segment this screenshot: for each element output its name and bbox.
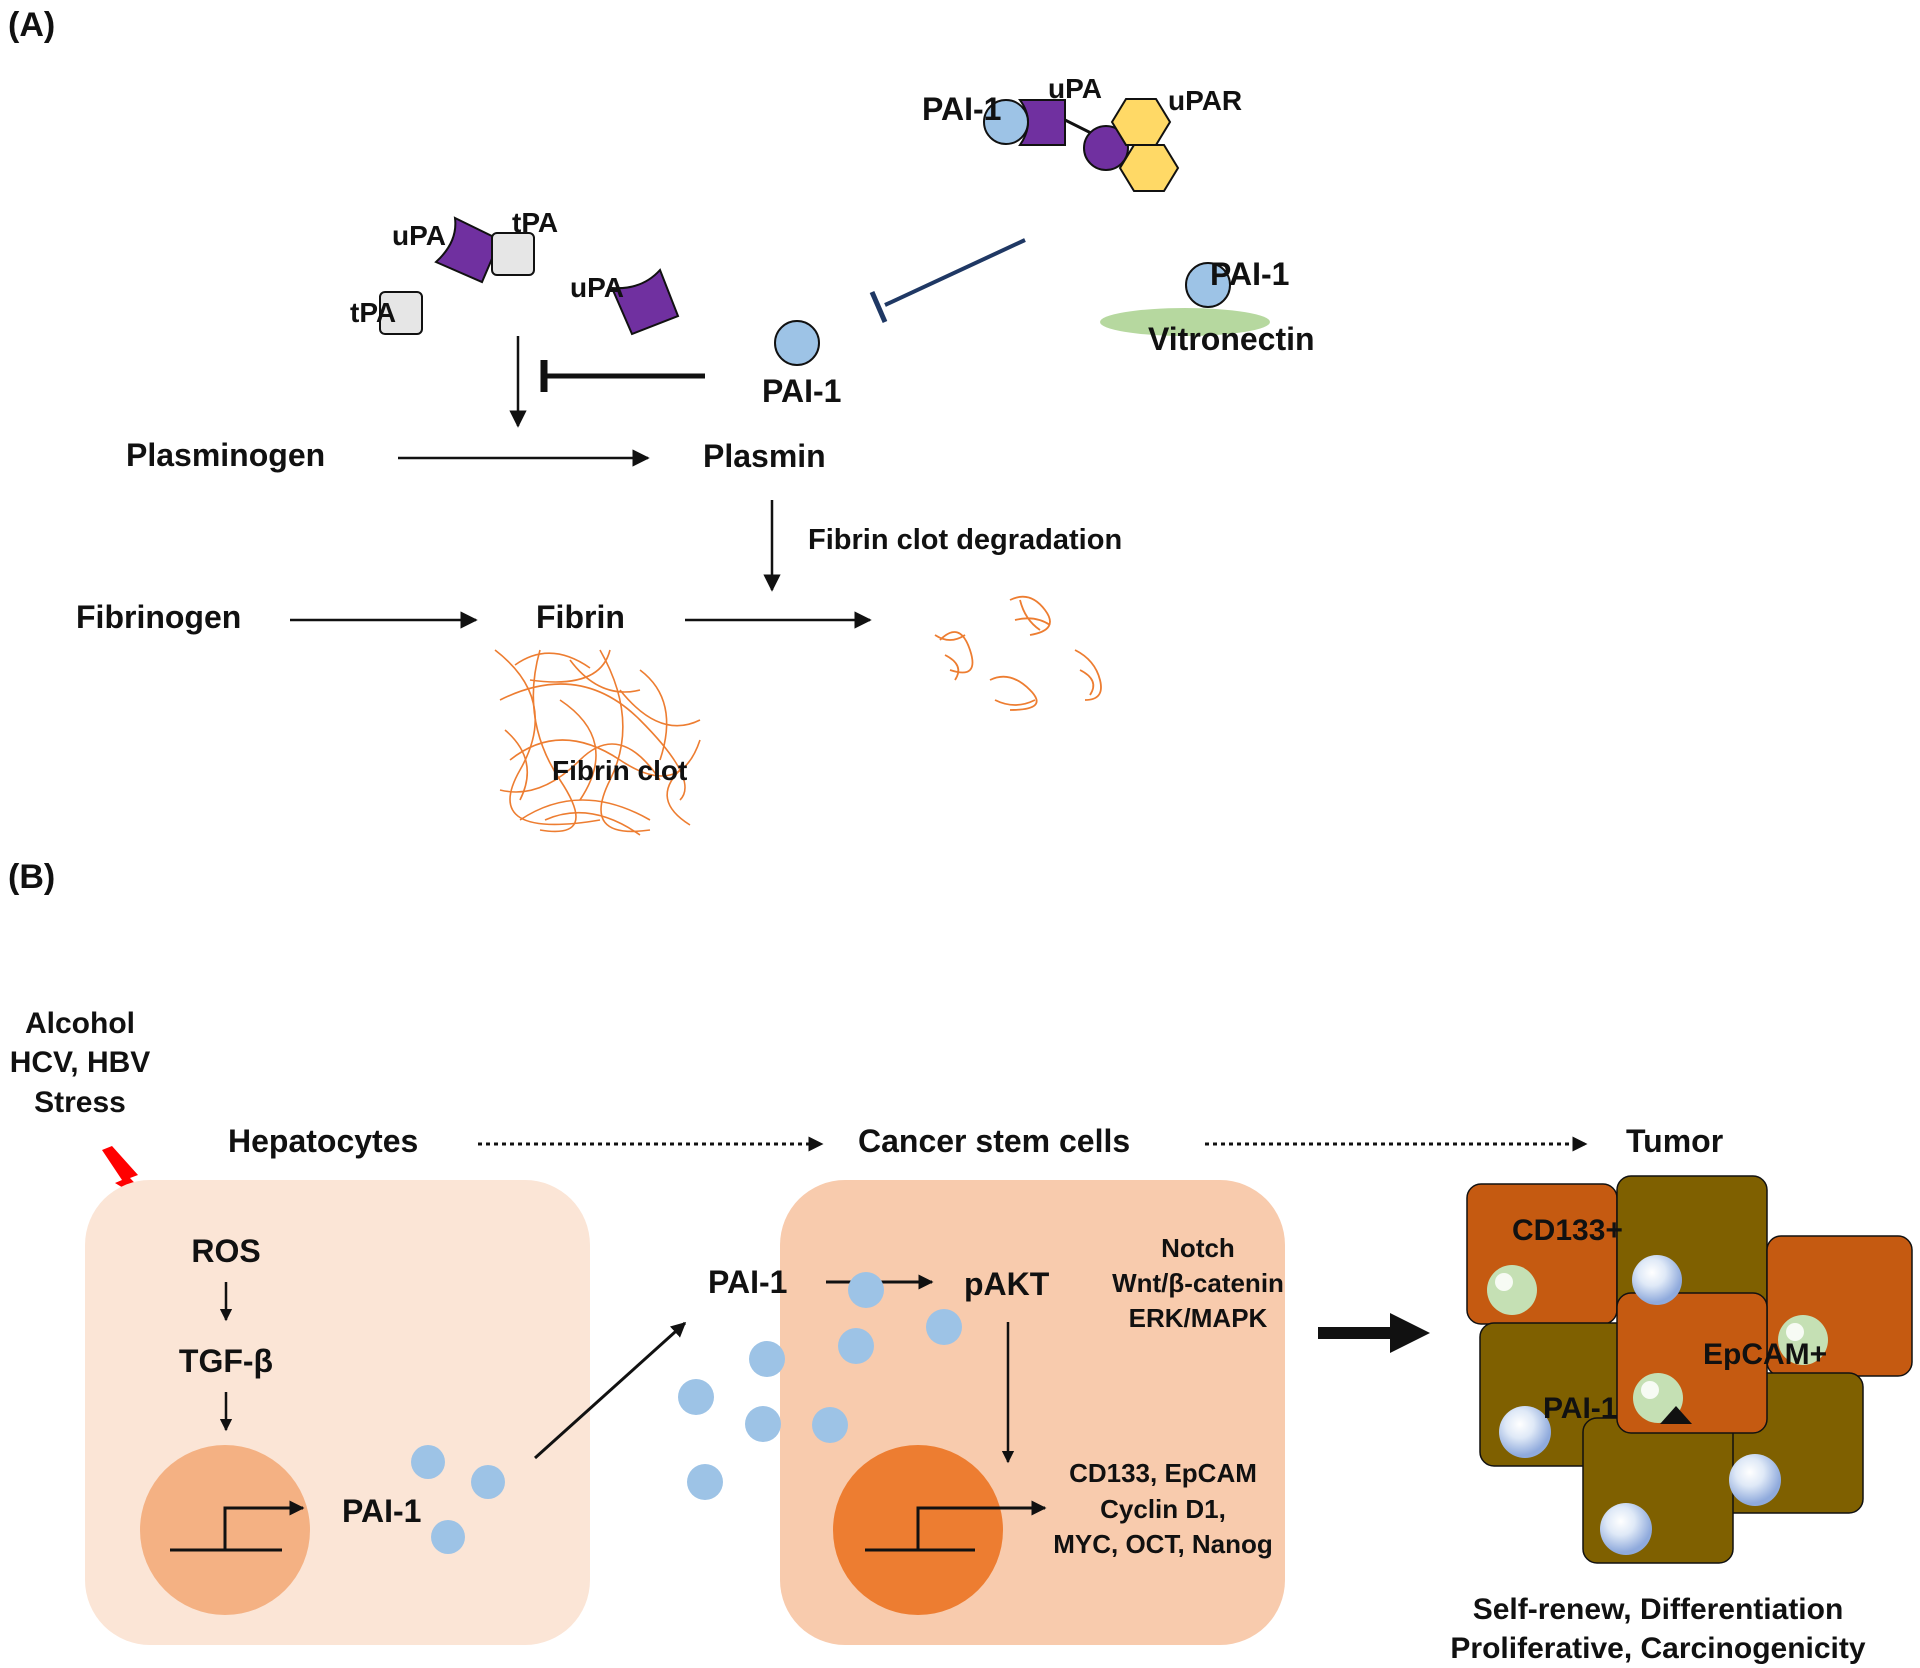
tumor-inner-purple — [1600, 1503, 1652, 1555]
pai1-ball — [471, 1465, 505, 1499]
target-gene-label: Cyclin D1, — [1100, 1494, 1226, 1524]
upa-shape-1 — [434, 216, 502, 284]
epcam-label: EpCAM+ — [1703, 1338, 1827, 1371]
lightning-bolt-icon — [102, 1146, 160, 1210]
ros-label: ROS — [191, 1233, 260, 1269]
pai1-ball — [926, 1309, 962, 1345]
tumor-property: Self-renew, Differentiation — [1473, 1593, 1844, 1626]
tpa-box-2 — [379, 291, 423, 335]
pai1-ball — [745, 1406, 781, 1442]
pai1-ball-vitronectin — [1185, 262, 1231, 308]
pai1-ball — [411, 1445, 445, 1479]
pai1-ball — [431, 1520, 465, 1554]
tpa-label-2: tPA — [350, 297, 396, 328]
degradation-label: Fibrin clot degradation — [808, 524, 1122, 556]
tumor-property: Proliferative, Carcinogenicity — [1450, 1632, 1865, 1665]
inhibitor-pai1-to-activation — [540, 360, 705, 392]
tumor-pai1-label: PAI-1 — [1543, 1392, 1617, 1425]
pai1-ball-free — [774, 320, 820, 366]
pai1-ball — [749, 1341, 785, 1377]
inhibitor-complex-to-pai1 — [869, 238, 1026, 323]
plasminogen-label: Plasminogen — [126, 437, 325, 473]
tumor-cluster: CD133+ EpCAM+ PAI-1 — [1466, 1175, 1913, 1564]
risk-factor: HCV, HBV — [10, 1046, 151, 1079]
pai1-ball — [848, 1272, 884, 1308]
tumor-inner-purple — [1632, 1255, 1682, 1305]
fibrin-fragments — [934, 595, 1102, 711]
risk-factors: Alcohol HCV, HBV Stress — [10, 1007, 151, 1119]
tgf-label: TGF-β — [179, 1343, 273, 1379]
vitronectin-ellipse — [1100, 308, 1270, 336]
upa-shape-2 — [610, 268, 680, 336]
stage-tumor: Tumor — [1626, 1123, 1723, 1159]
tpa-label-1: tPA — [512, 207, 558, 238]
tumor-inner-highlight — [1641, 1381, 1659, 1399]
vitronectin-label: Vitronectin — [1148, 321, 1315, 357]
csc-pai1-label: PAI-1 — [708, 1264, 787, 1300]
pathway-label: Wnt/β-catenin — [1112, 1268, 1284, 1298]
target-gene-label: CD133, EpCAM — [1069, 1458, 1257, 1488]
csc-to-tumor-arrow — [1318, 1313, 1430, 1353]
cd133-label: CD133+ — [1512, 1214, 1623, 1247]
pai1-upa-upar-complex: PAI-1 uPA uPAR — [922, 73, 1242, 192]
pai1-vitronectin: PAI-1 Vitronectin — [1100, 256, 1315, 357]
stage-csc: Cancer stem cells — [858, 1123, 1130, 1159]
fibrin-clot-label: Fibrin clot — [552, 755, 687, 786]
panel-b-label: (B) — [8, 858, 55, 896]
tumor-inner-purple — [1499, 1406, 1551, 1458]
pai1-ball — [838, 1328, 874, 1364]
upar-hexagon-2 — [1118, 144, 1180, 192]
fibrin-clot-mesh — [494, 649, 701, 836]
tumor-cell-cd133 — [1466, 1183, 1618, 1325]
free-pai1-label: PAI-1 — [762, 373, 841, 409]
target-gene-label: MYC, OCT, Nanog — [1053, 1529, 1273, 1559]
pathway-label: ERK/MAPK — [1129, 1303, 1268, 1333]
tumor-inner-highlight — [1786, 1323, 1804, 1341]
complex-pai1-label: PAI-1 — [922, 91, 1001, 127]
stage-hepatocytes: Hepatocytes — [228, 1123, 418, 1159]
complex-upa-label: uPA — [1048, 73, 1102, 104]
tpa-box-1 — [491, 232, 535, 276]
vitronectin-pai1-label: PAI-1 — [1210, 256, 1289, 292]
risk-factor: Alcohol — [25, 1007, 135, 1040]
secretion-arrow — [533, 1321, 687, 1460]
complex-upar-label: uPAR — [1168, 85, 1242, 116]
hepatocyte-promoter — [170, 1508, 303, 1552]
hepatocyte-pai1-label: PAI-1 — [342, 1493, 421, 1529]
risk-factor: Stress — [34, 1086, 126, 1119]
cancer-stem-cell: PAI-1 pAKT Notch Wnt/β-catenin ERK/MAPK … — [678, 1180, 1285, 1645]
hepatocyte-cell: ROS TGF-β PAI-1 — [85, 1180, 590, 1645]
pai1-ball — [687, 1464, 723, 1500]
tumor-inner-green — [1487, 1265, 1537, 1315]
pai1-ball — [812, 1407, 848, 1443]
triangle-marker — [1660, 1406, 1692, 1424]
pai1-ball — [678, 1379, 714, 1415]
tumor-inner-purple — [1729, 1454, 1781, 1506]
pai1-ball-complex — [983, 99, 1029, 145]
csc-promoter — [865, 1508, 1045, 1552]
fibrinogen-label: Fibrinogen — [76, 599, 241, 635]
upa-label-2: uPA — [570, 272, 624, 303]
upar-hexagon-1 — [1110, 98, 1172, 146]
pathway-label: Notch — [1161, 1233, 1235, 1263]
plasmin-label: Plasmin — [703, 438, 826, 474]
activators-cluster: uPA tPA tPA uPA — [350, 207, 680, 336]
panel-a-label: (A) — [8, 6, 55, 44]
upar-domain-circle — [1083, 125, 1129, 171]
pakt-label: pAKT — [964, 1266, 1050, 1302]
fibrin-label: Fibrin — [536, 599, 625, 635]
upa-label-1: uPA — [392, 220, 446, 251]
tumor-inner-highlight — [1495, 1273, 1513, 1291]
